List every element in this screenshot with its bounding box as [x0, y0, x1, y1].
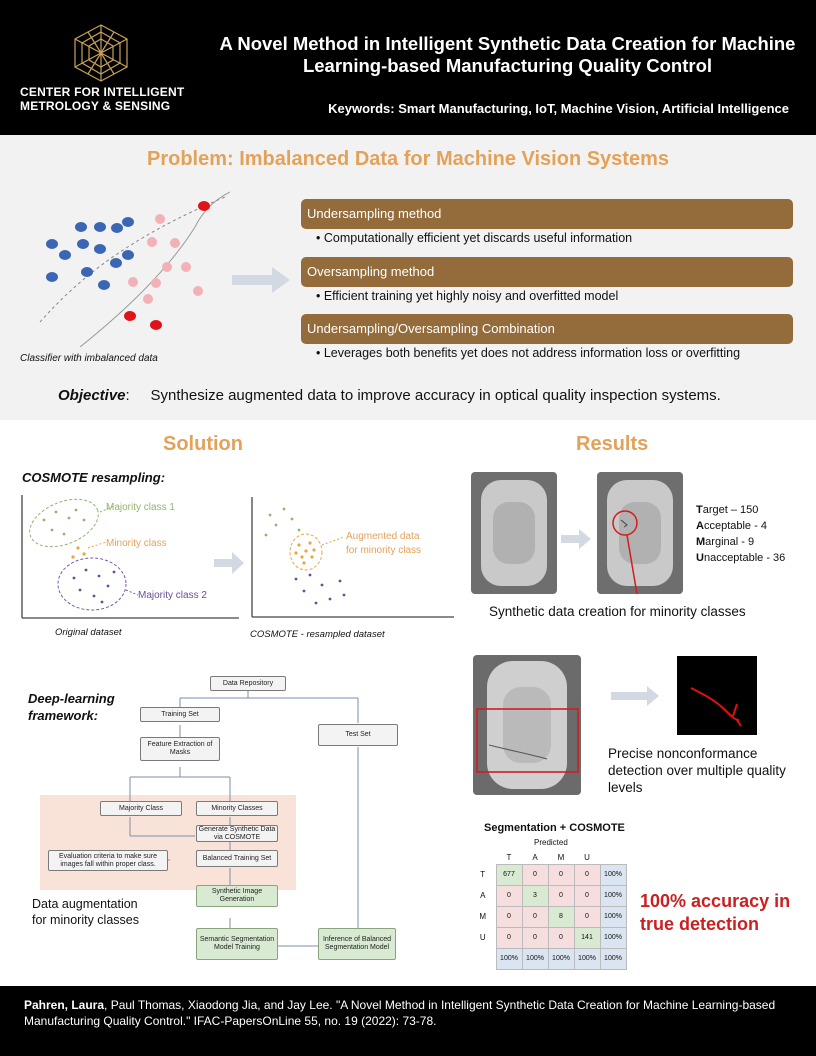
flow-generate-synthetic: Generate Synthetic Data via COSMOTE	[196, 825, 278, 842]
imbalanced-classifier-plot	[39, 191, 230, 347]
cube-logo-icon	[74, 24, 128, 82]
label-augmented-minority: for minority class	[346, 545, 421, 556]
cm-col-header: M	[557, 853, 565, 863]
flow-inference: Inference of Balanced Segmentation Model	[318, 928, 396, 960]
dl-title-line2: framework:	[28, 708, 99, 723]
sample-image-synthetic	[597, 472, 683, 594]
right-arrow-icon	[561, 529, 591, 549]
label-minority-class: Minority class	[106, 538, 167, 549]
original-dataset-plot: Majority class 1 Minority class Majority…	[21, 495, 239, 619]
predicted-label: Predicted	[534, 838, 568, 847]
augmentation-caption: Data augmentation for minority classes	[32, 896, 139, 928]
right-arrow-icon	[611, 686, 659, 706]
method-desc-combination: • Leverages both benefits yet does not a…	[316, 346, 741, 360]
org-name: CENTER FOR INTELLIGENT METROLOGY & SENSI…	[20, 85, 185, 113]
detection-image	[473, 655, 581, 795]
cm-row: 100%100%100%100%100%	[470, 947, 627, 970]
right-arrow-icon	[232, 267, 290, 293]
right-arrow-icon	[214, 552, 244, 574]
count-marginal: Marginal - 9	[696, 536, 755, 548]
flow-semantic-segmentation: Semantic Segmentation Model Training	[196, 928, 278, 960]
flow-synthetic-image-generation: Synthetic Image Generation	[196, 885, 278, 907]
flowchart-connectors	[129, 690, 359, 947]
method-bar-undersampling: Undersampling method	[301, 199, 793, 229]
resampled-dataset-caption: COSMOTE - resampled dataset	[250, 629, 385, 640]
class-counts: Target – 150 Acceptable - 4 Marginal - 9…	[696, 502, 785, 566]
resampled-dataset-plot: Augmented data for minority class	[251, 497, 454, 618]
deep-learning-title: Deep-learning framework:	[28, 690, 115, 724]
flow-training-set: Training Set	[140, 707, 220, 722]
method-bar-combination: Undersampling/Oversampling Combination	[301, 314, 793, 344]
flow-evaluation-criteria: Evaluation criteria to make sure images …	[48, 850, 168, 871]
flow-data-repository: Data Repository	[210, 676, 286, 691]
results-title: Results	[576, 433, 649, 455]
aug-caption-line1: Data augmentation	[32, 897, 138, 911]
accuracy-line1: 100% accuracy in	[640, 891, 791, 911]
label-majority-class-2: Majority class 2	[138, 590, 207, 601]
flow-minority-classes: Minority Classes	[196, 801, 278, 816]
solution-title: Solution	[163, 433, 243, 455]
keywords: Keywords: Smart Manufacturing, IoT, Mach…	[328, 101, 789, 116]
flow-majority-class: Majority Class	[100, 801, 182, 816]
count-acceptable: Acceptable - 4	[696, 520, 767, 532]
citation-author: Pahren, Laura	[24, 998, 105, 1012]
aug-caption-line2: for minority classes	[32, 913, 139, 927]
problem-section: Problem: Imbalanced Data for Machine Vis…	[0, 135, 816, 420]
problem-title: Problem: Imbalanced Data for Machine Vis…	[146, 148, 669, 170]
plot-caption: Classifier with imbalanced data	[20, 353, 158, 364]
header: CENTER FOR INTELLIGENT METROLOGY & SENSI…	[0, 0, 816, 135]
original-dataset-caption: Original dataset	[55, 627, 122, 638]
cosmote-title: COSMOTE resampling:	[22, 470, 166, 485]
objective: Objective: Synthesize augmented data to …	[58, 387, 721, 404]
objective-text: Synthesize augmented data to improve acc…	[150, 387, 721, 404]
sample-image-original	[471, 472, 557, 594]
flow-test-set: Test Set	[318, 724, 398, 746]
flow-feature-extraction: Feature Extraction of Masks	[140, 737, 220, 761]
cm-col-header: A	[532, 853, 538, 863]
flow-balanced-training-set: Balanced Training Set	[196, 850, 278, 867]
poster-title: A Novel Method in Intelligent Synthetic …	[219, 33, 796, 76]
label-augmented-data: Augmented data	[346, 531, 420, 542]
citation-text: , Paul Thomas, Xiaodong Jia, and Jay Lee…	[24, 998, 776, 1028]
segmentation-title: Segmentation + COSMOTE	[484, 822, 625, 834]
count-unacceptable: Unacceptable - 36	[696, 552, 786, 564]
cm-col-header: U	[584, 853, 590, 863]
accuracy-highlight: 100% accuracy in true detection	[640, 890, 810, 936]
objective-label: Objective	[58, 387, 126, 404]
segmentation-mask	[677, 656, 757, 735]
method-desc-undersampling: • Computationally efficient yet discards…	[316, 231, 633, 245]
dl-title-line1: Deep-learning	[28, 691, 115, 706]
count-target: Target – 150	[696, 504, 759, 516]
method-bar-oversampling: Oversampling method	[301, 257, 793, 287]
cm-col-header: T	[506, 853, 512, 863]
label-majority-class-1: Majority class 1	[106, 502, 175, 513]
method-desc-oversampling: • Efficient training yet highly noisy an…	[316, 289, 619, 303]
accuracy-line2: true detection	[640, 914, 760, 934]
precise-detection-caption: Precise nonconformance detection over mu…	[608, 746, 786, 795]
citation-footer: Pahren, Laura, Paul Thomas, Xiaodong Jia…	[0, 986, 816, 1056]
synthetic-caption: Synthetic data creation for minority cla…	[489, 604, 746, 619]
